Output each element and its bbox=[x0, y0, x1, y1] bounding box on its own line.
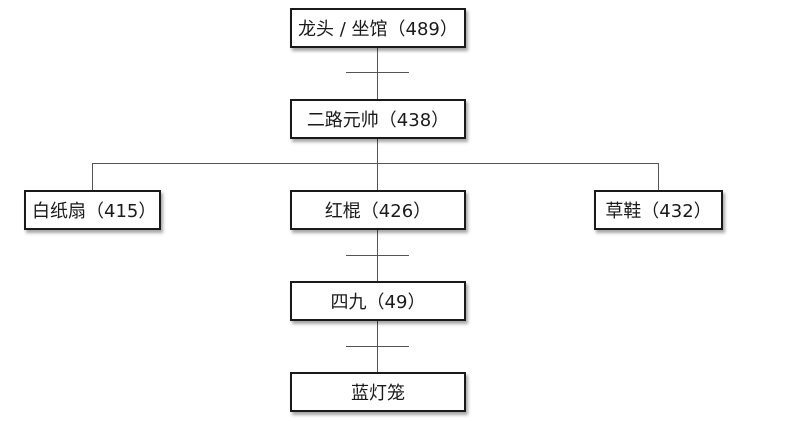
node-dragon-head: 龙头 / 坐馆（489） bbox=[290, 8, 466, 48]
node-white-paper-fan: 白纸扇（415） bbox=[24, 190, 161, 230]
node-straw-sandal: 草鞋（432） bbox=[594, 190, 723, 230]
node-blue-lantern: 蓝灯笼 bbox=[290, 372, 466, 412]
node-red-pole: 红棍（426） bbox=[290, 190, 466, 230]
node-forty-nine: 四九（49） bbox=[290, 281, 466, 321]
node-marshal: 二路元帅（438） bbox=[290, 99, 466, 139]
